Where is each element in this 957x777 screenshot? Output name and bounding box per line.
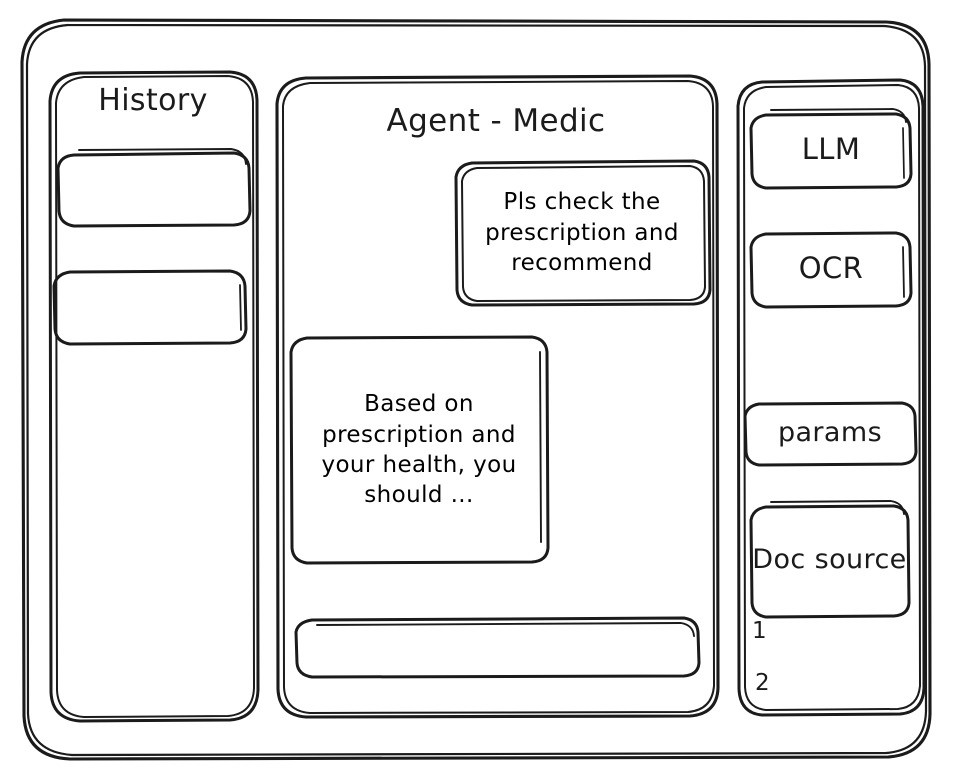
doc-source-reference-2[interactable]: 2 (755, 668, 795, 698)
sidebar-history-title: History (98, 82, 208, 118)
message-bubble-user: Pls check the prescription and recommend (455, 160, 709, 306)
history-item-2[interactable] (55, 270, 241, 342)
tool-card-ocr[interactable]: OCR (752, 232, 910, 306)
message-bubble-agent: Based on prescription and your health, y… (290, 336, 548, 564)
doc-source-reference-2-label: 2 (755, 670, 771, 696)
tool-card-ocr-label: OCR (798, 251, 864, 286)
tool-card-doc-source-label: Doc source (752, 544, 907, 576)
tool-card-llm[interactable]: LLM (752, 113, 910, 187)
doc-source-reference-1[interactable]: 1 (752, 616, 792, 646)
message-input[interactable] (295, 618, 700, 676)
message-user-text: Pls check the prescription and recommend (485, 189, 679, 277)
message-agent-text: Based on prescription and your health, y… (321, 391, 517, 509)
tool-card-llm-label: LLM (801, 132, 861, 167)
tool-card-params[interactable]: params (745, 402, 915, 464)
tool-card-params-label: params (777, 417, 883, 449)
doc-source-reference-1-label: 1 (752, 618, 768, 644)
tool-card-doc-source[interactable]: Doc source (752, 505, 907, 615)
history-item-1[interactable] (60, 152, 246, 224)
